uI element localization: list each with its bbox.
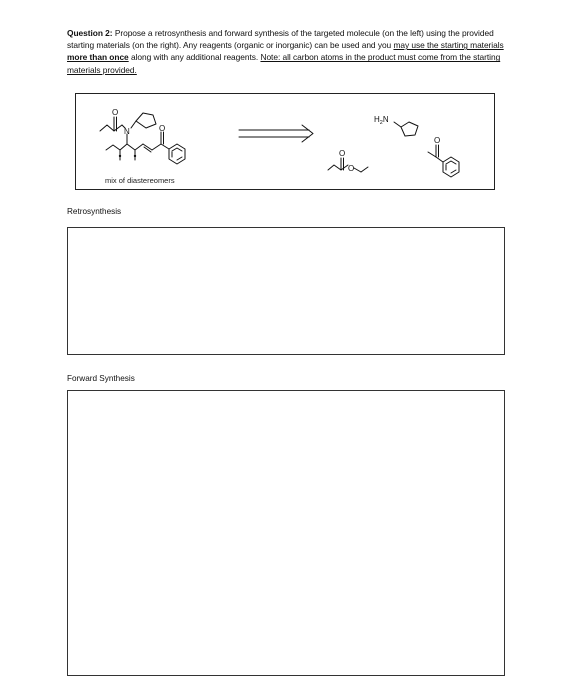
reaction-scheme: O N O H2N O O O mix of diastereomers <box>75 93 495 190</box>
retrosynthesis-answer-box[interactable] <box>67 227 505 355</box>
retrosynthesis-label: Retrosynthesis <box>67 207 122 216</box>
scheme-drawing: O N O H2N O O O <box>99 108 460 178</box>
oxygen-label: O <box>339 149 345 158</box>
oxygen-label: O <box>112 108 118 117</box>
acetophenone <box>427 144 460 178</box>
amine-label: H2N <box>374 115 389 126</box>
oxygen-label: O <box>348 164 354 173</box>
forward-synthesis-label: Forward Synthesis <box>67 374 135 383</box>
reuse-note: may use the starting materials more than… <box>67 40 504 63</box>
forward-synthesis-answer-box[interactable] <box>67 390 505 676</box>
stereocenter-dot <box>118 154 122 158</box>
diastereomer-note: mix of diastereomers <box>105 176 175 185</box>
retrosynthesis-arrow <box>238 124 314 143</box>
question-prompt: Question 2: Propose a retrosynthesis and… <box>67 28 504 75</box>
nitrogen-label: N <box>124 127 130 136</box>
question-label: Question 2 <box>67 28 110 38</box>
oxygen-label: O <box>159 124 165 133</box>
stereocenter-dot <box>133 154 137 158</box>
question-text: Propose a retrosynthesis and forward syn… <box>67 28 494 51</box>
target-molecule <box>99 112 186 165</box>
oxygen-label: O <box>434 136 440 145</box>
ethyl-propanoate <box>327 157 369 173</box>
cyclopentylamine <box>393 121 419 137</box>
carbon-note: Note: all carbon atoms in the product mu… <box>67 52 501 75</box>
